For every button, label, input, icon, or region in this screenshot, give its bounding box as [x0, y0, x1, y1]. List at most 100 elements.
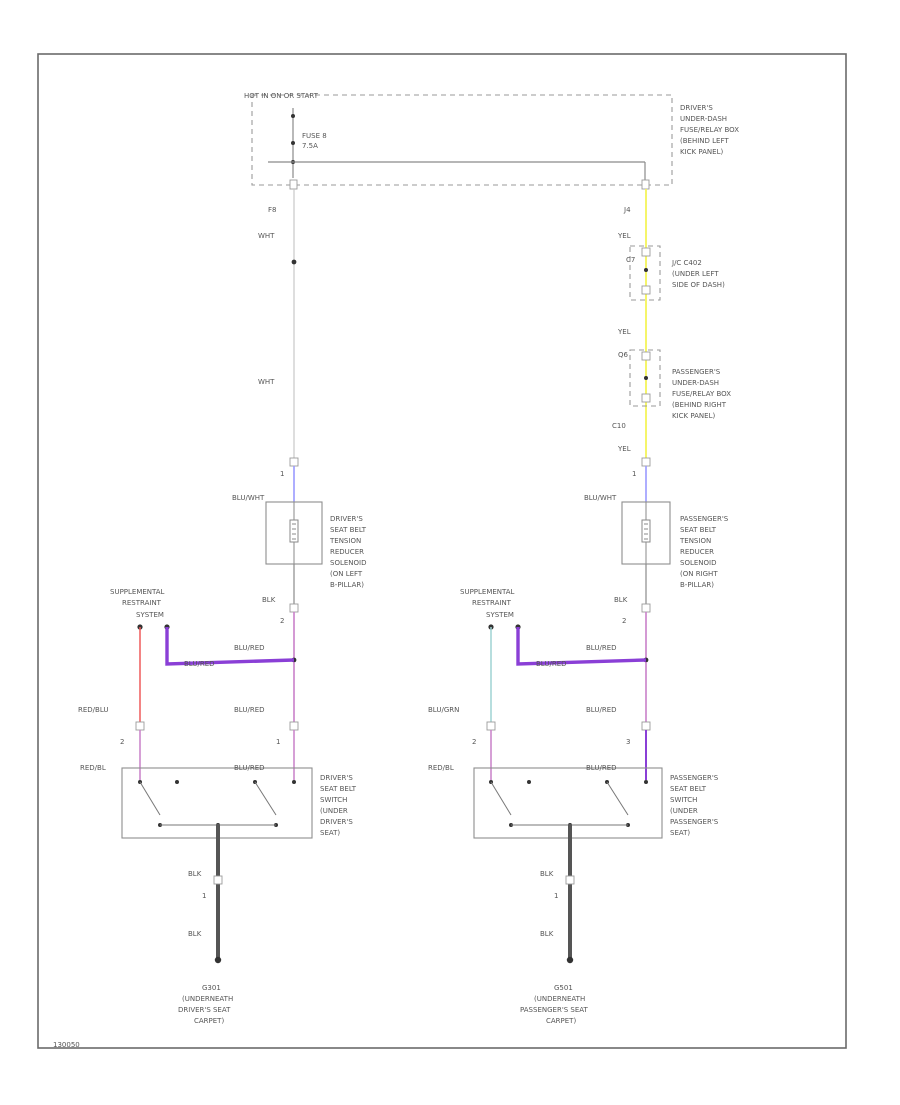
svg-text:(BEHIND RIGHT: (BEHIND RIGHT — [672, 401, 727, 409]
pin-switch-left-a: 2 — [120, 738, 124, 746]
passenger-fuse-box-outline — [629, 349, 661, 407]
svg-text:G501: G501 — [554, 984, 573, 992]
svg-text:SEAT BELT: SEAT BELT — [680, 526, 717, 534]
svg-text:DRIVER'S SEAT: DRIVER'S SEAT — [178, 1006, 231, 1014]
connector-ground-left — [213, 875, 223, 885]
switch-right-location-label: PASSENGER'S SEAT BELT SWITCH (UNDER PASS… — [670, 774, 719, 837]
svg-text:DRIVER'S: DRIVER'S — [680, 104, 713, 112]
wire-label-redblu-left: RED/BLU — [78, 706, 109, 714]
wire-label-yel-2: YEL — [617, 328, 631, 336]
svg-text:SWITCH: SWITCH — [670, 796, 697, 804]
connector-switch-left-b — [289, 721, 299, 731]
srs-right-label: SUPPLEMENTAL RESTRAINT SYSTEM — [460, 588, 515, 619]
srs-left-label: SUPPLEMENTAL RESTRAINT SYSTEM — [110, 588, 165, 619]
fuse-node-top — [291, 114, 295, 118]
wire-blured-srs-left — [165, 627, 295, 666]
wire-label-blk-left: BLK — [262, 596, 276, 604]
connector-tensioner-left-out — [289, 603, 299, 613]
pin-c10: C10 — [612, 422, 626, 430]
wire-label-bluwht-left: BLU/WHT — [232, 494, 265, 502]
wire-label-srs-left: BLU/RED — [184, 660, 215, 668]
ground-point-right-icon — [566, 956, 574, 964]
pin-tensioner-left-out: 2 — [280, 617, 284, 625]
wire-label-yel-1: YEL — [617, 232, 631, 240]
svg-text:CARPET): CARPET) — [546, 1017, 576, 1025]
connector-jc-bottom — [641, 285, 651, 295]
svg-text:(UNDERNEATH: (UNDERNEATH — [182, 995, 233, 1003]
wire-label-blk-ground-left-lower: BLK — [188, 930, 202, 938]
svg-text:G301: G301 — [202, 984, 221, 992]
svg-text:B-PILLAR): B-PILLAR) — [330, 581, 364, 589]
svg-text:RESTRAINT: RESTRAINT — [472, 599, 512, 607]
svg-text:REDUCER: REDUCER — [680, 548, 714, 556]
switch-right-label-b: BLU/RED — [586, 764, 617, 772]
wire-label-wht-upper: WHT — [258, 232, 275, 240]
wire-label-yel-3: YEL — [617, 445, 631, 453]
svg-text:(UNDER: (UNDER — [320, 807, 348, 815]
svg-text:(BEHIND LEFT: (BEHIND LEFT — [680, 137, 729, 145]
connector-tensioner-right-in — [641, 457, 651, 467]
pin-tensioner-right-in: 1 — [632, 470, 636, 478]
connector-ground-right — [565, 875, 575, 885]
ground-right-label: G501 (UNDERNEATH PASSENGER'S SEAT CARPET… — [520, 984, 589, 1025]
switch-left-location-label: DRIVER'S SEAT BELT SWITCH (UNDER DRIVER'… — [320, 774, 357, 837]
wire-label-blk-ground-right-lower: BLK — [540, 930, 554, 938]
svg-text:SWITCH: SWITCH — [320, 796, 347, 804]
switch-left-label-a: RED/BL — [80, 764, 106, 772]
connector-tensioner-right-out — [641, 603, 651, 613]
switch-right-label-a: RED/BL — [428, 764, 454, 772]
svg-text:TENSION: TENSION — [329, 537, 361, 545]
svg-text:PASSENGER'S: PASSENGER'S — [680, 515, 729, 523]
pin-switch-left-b: 1 — [276, 738, 280, 746]
wire-label-bluwht-right: BLU/WHT — [584, 494, 617, 502]
passenger-fuse-box-label: PASSENGER'S UNDER-DASH FUSE/RELAY BOX (B… — [672, 368, 731, 420]
connector-switch-right-a — [486, 721, 496, 731]
ground-point-left-icon — [214, 956, 222, 964]
svg-text:UNDER-DASH: UNDER-DASH — [680, 115, 727, 123]
pin-f8: F8 — [268, 206, 276, 214]
svg-text:(UNDER: (UNDER — [670, 807, 698, 815]
svg-text:SEAT BELT: SEAT BELT — [330, 526, 367, 534]
pin-switch-right-b: 3 — [626, 738, 630, 746]
wire-label-blugrn-right: BLU/GRN — [428, 706, 459, 714]
power-feed-label: HOT IN ON OR START — [244, 92, 319, 100]
pin-jc-c7: C7 — [626, 256, 635, 264]
wire-blured-srs-right — [516, 627, 647, 666]
svg-text:DRIVER'S: DRIVER'S — [320, 774, 353, 782]
pin-ground-right: 1 — [554, 892, 558, 900]
jc-splice — [644, 268, 648, 272]
svg-text:PASSENGER'S: PASSENGER'S — [672, 368, 721, 376]
fuse-relay-box-outline — [251, 94, 673, 186]
fuse-box-location-label: DRIVER'S UNDER-DASH FUSE/RELAY BOX (BEHI… — [680, 104, 739, 156]
wire-label-blured-left-lower: BLU/RED — [234, 706, 265, 714]
svg-text:RESTRAINT: RESTRAINT — [122, 599, 162, 607]
svg-text:SOLENOID: SOLENOID — [330, 559, 366, 567]
splice-left — [291, 259, 297, 265]
svg-text:FUSE/RELAY BOX: FUSE/RELAY BOX — [672, 390, 731, 398]
svg-text:SOLENOID: SOLENOID — [680, 559, 716, 567]
pin-tensioner-right-out: 2 — [622, 617, 626, 625]
svg-text:CARPET): CARPET) — [194, 1017, 224, 1025]
solenoid-coil-right-icon — [641, 502, 651, 564]
svg-text:SIDE OF DASH): SIDE OF DASH) — [672, 281, 725, 289]
svg-text:SYSTEM: SYSTEM — [486, 611, 514, 619]
connector-switch-left-a — [135, 721, 145, 731]
svg-text:B-PILLAR): B-PILLAR) — [680, 581, 714, 589]
svg-text:SUPPLEMENTAL: SUPPLEMENTAL — [460, 588, 515, 596]
svg-text:SEAT): SEAT) — [670, 829, 690, 837]
jc-label: J/C C402 (UNDER LEFT SIDE OF DASH) — [671, 259, 725, 289]
diagram-id: 130050 — [53, 1041, 80, 1049]
svg-text:PASSENGER'S: PASSENGER'S — [670, 818, 719, 826]
svg-text:DRIVER'S: DRIVER'S — [320, 818, 353, 826]
svg-text:(ON LEFT: (ON LEFT — [330, 570, 363, 578]
svg-text:KICK PANEL): KICK PANEL) — [672, 412, 715, 420]
svg-text:(UNDER LEFT: (UNDER LEFT — [672, 270, 719, 278]
wire-label-junction-right: BLU/RED — [586, 644, 617, 652]
svg-text:SUPPLEMENTAL: SUPPLEMENTAL — [110, 588, 165, 596]
tensioner-right-label: PASSENGER'S SEAT BELT TENSION REDUCER SO… — [679, 515, 729, 589]
wire-label-blk-ground-right-upper: BLK — [540, 870, 554, 878]
svg-text:TENSION: TENSION — [679, 537, 711, 545]
pr-box-splice — [644, 376, 648, 380]
